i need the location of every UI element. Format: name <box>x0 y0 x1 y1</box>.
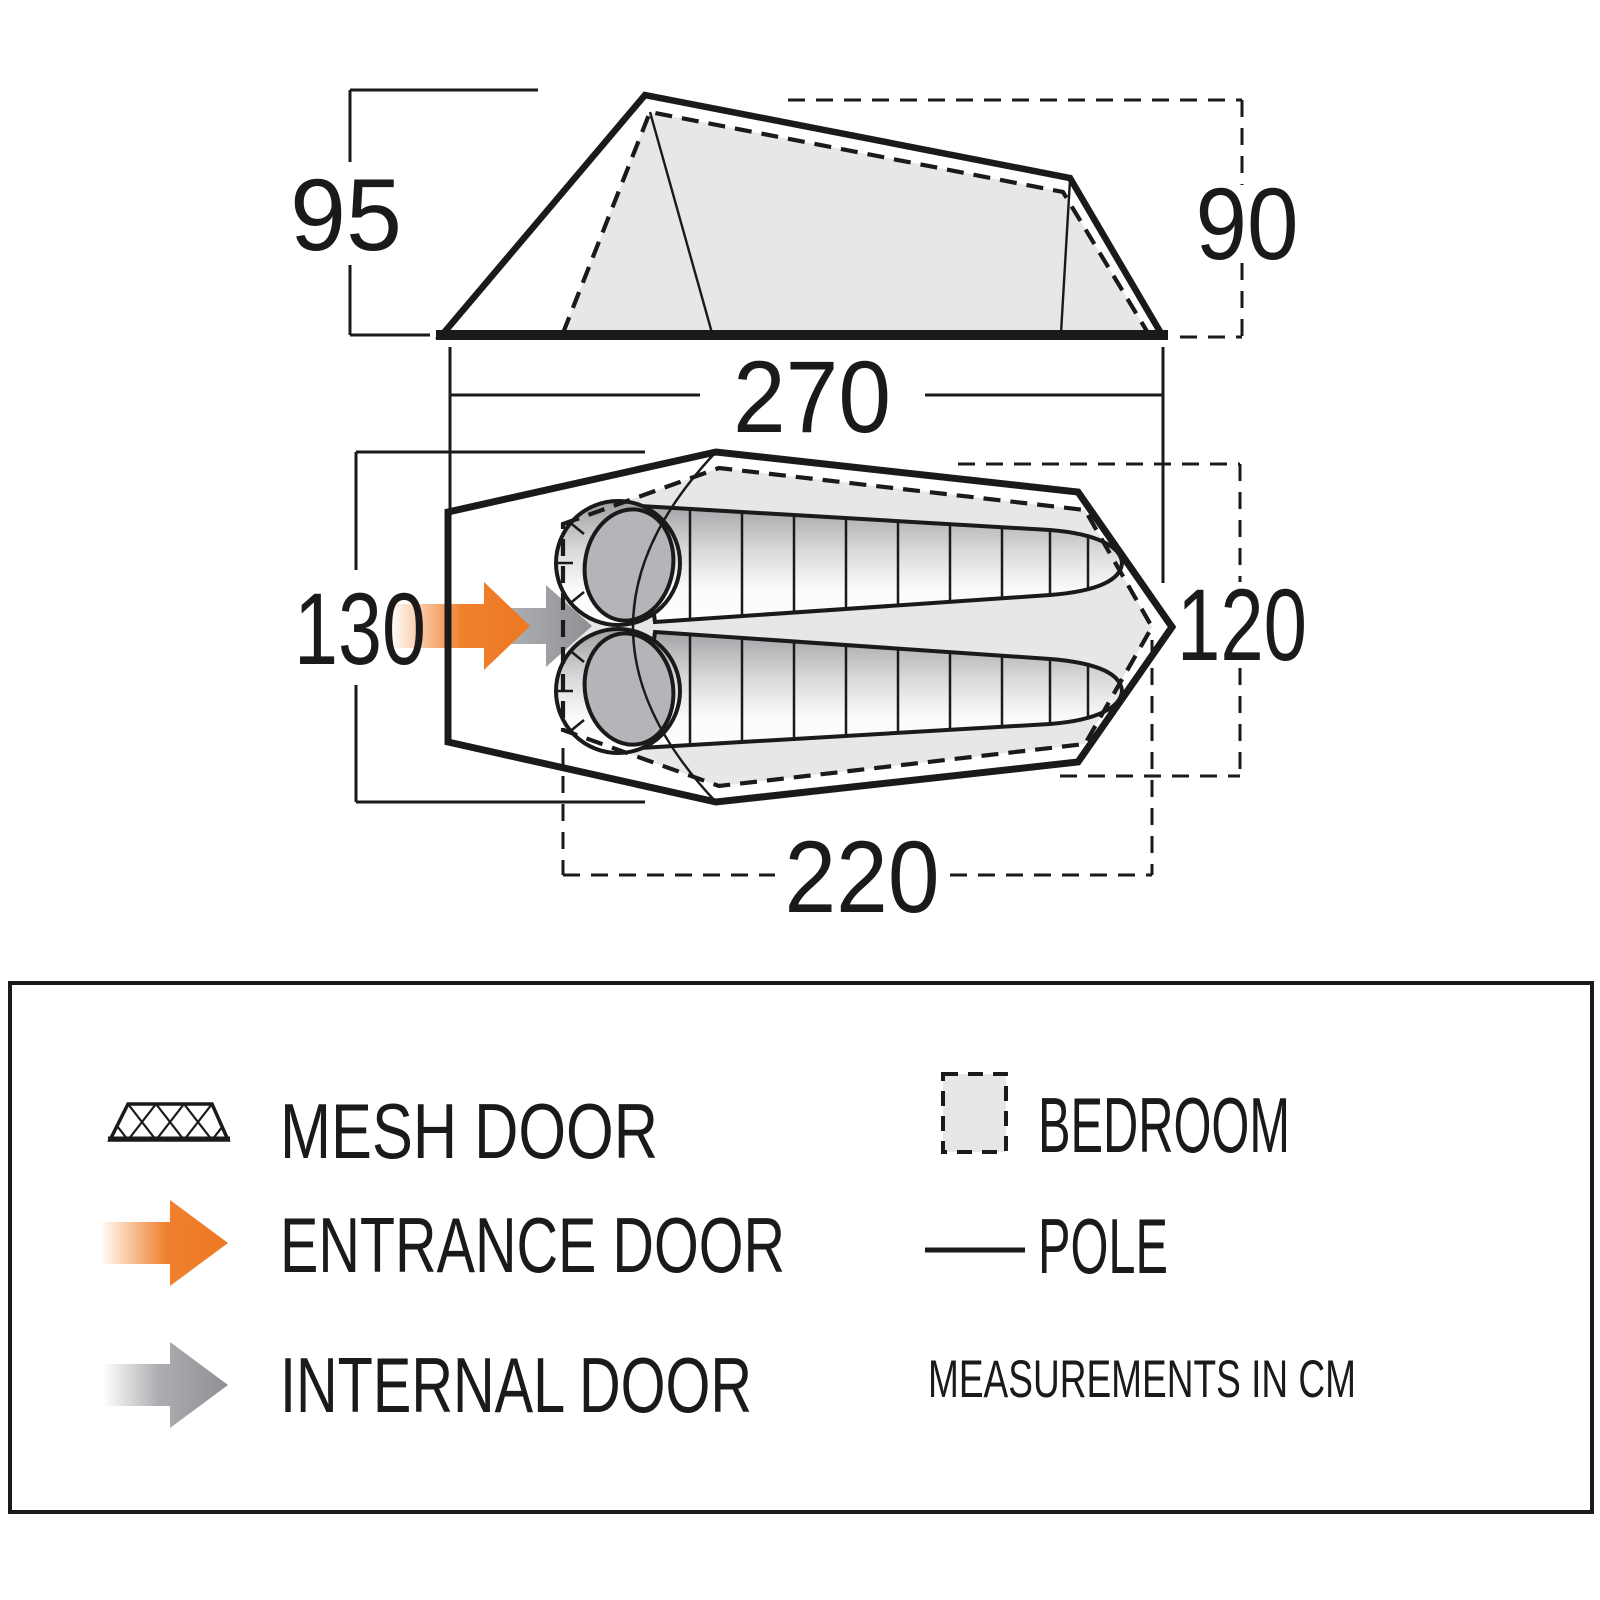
floorplan-tent-outline <box>444 448 1177 806</box>
side-pole-line-front <box>648 111 714 334</box>
pillow <box>582 631 676 747</box>
legend-mesh-door-label: MESH DOOR <box>280 1087 658 1175</box>
legend-panel: MESH DOOR ENTRANCE DOOR INTERNAL DOOR BE… <box>8 981 1594 1514</box>
internal-door-icon <box>103 1342 228 1428</box>
bedroom-length-label: 220 <box>785 820 940 934</box>
legend-pole-label: POLE <box>1038 1202 1168 1290</box>
pillow <box>582 507 676 623</box>
side-bedroom-dashed-outline <box>561 109 1150 335</box>
measurements-note: MEASUREMENTS IN CM <box>928 1350 1356 1409</box>
floorplan-bedroom-dashed-outline <box>560 465 1155 789</box>
entrance-door-icon <box>103 1200 228 1286</box>
dimension-130: 130 <box>294 450 645 804</box>
sleeping-bag-top <box>554 499 1125 627</box>
dimension-95: 95 <box>290 88 538 337</box>
side-pole-line-rear <box>1059 179 1072 334</box>
bedroom-swatch-icon <box>941 1072 1008 1154</box>
sleeping-bag-bottom <box>554 627 1125 755</box>
side-elevation-view: 95 90 270 <box>290 88 1299 583</box>
side-height-right-label: 90 <box>1196 167 1299 281</box>
overall-length-label: 270 <box>733 340 891 454</box>
legend-entrance-door-label: ENTRANCE DOOR <box>280 1201 785 1289</box>
floorplan-view: 130 120 220 <box>294 448 1307 934</box>
side-bedroom-area <box>563 112 1148 333</box>
entrance-door-arrow-icon <box>393 582 530 670</box>
legend-bedroom-label: BEDROOM <box>1038 1081 1290 1169</box>
floorplan-pole-curve <box>631 451 717 803</box>
dimension-220: 220 <box>561 640 1154 934</box>
dimension-120: 120 <box>958 462 1307 778</box>
tent-width-label: 130 <box>294 572 426 686</box>
side-height-left-label: 95 <box>290 158 402 272</box>
dimension-90: 90 <box>788 98 1299 339</box>
legend-internal-door-label: INTERNAL DOOR <box>280 1341 752 1429</box>
bedroom-width-label: 120 <box>1177 568 1307 682</box>
legend-box <box>8 981 1594 1514</box>
